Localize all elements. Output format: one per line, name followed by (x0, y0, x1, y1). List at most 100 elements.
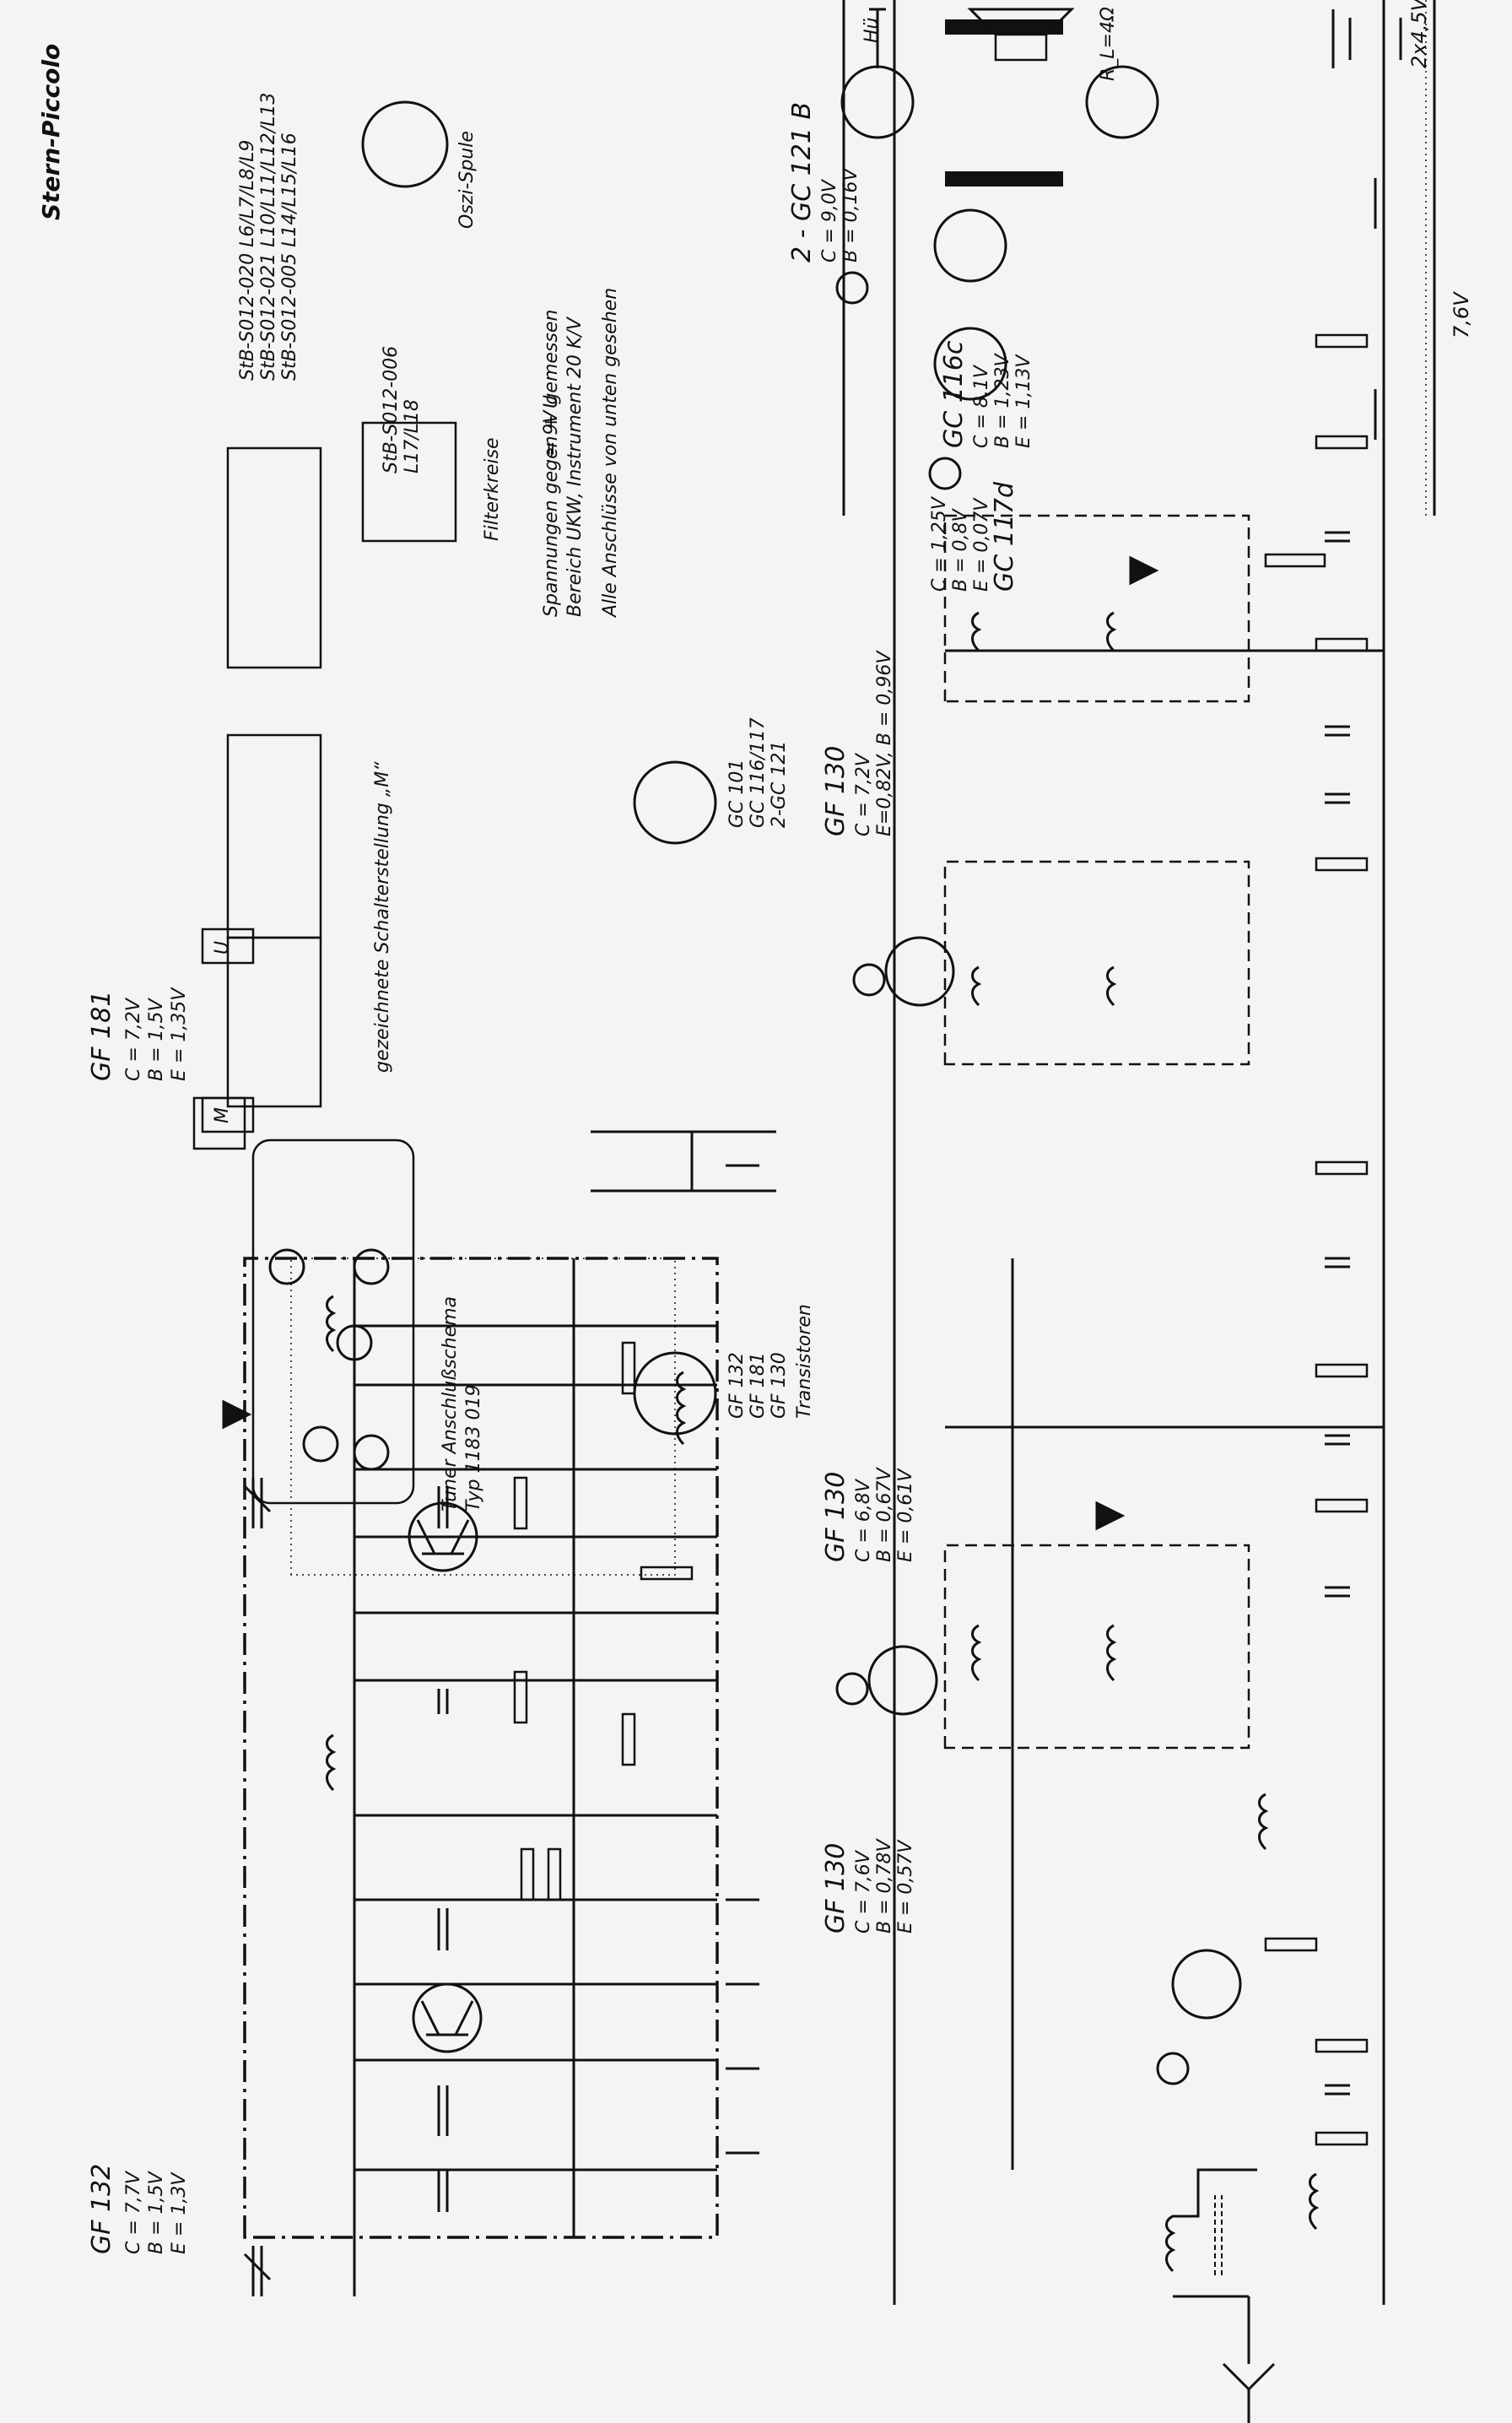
earphone-label: Hü (861, 18, 883, 44)
note-measure-1: Spannungen gegen + U (541, 395, 562, 617)
osc-coil-socket (361, 100, 449, 188)
if2-c: C = 6,8V (853, 1478, 874, 1562)
coil-l404-frame (591, 1130, 776, 1193)
rail-voltage: 7,6V (1450, 291, 1473, 338)
u401-coil (1165, 2168, 1257, 2298)
meter-m2 (835, 1672, 869, 1706)
coil-row-2: StB-S012-021 L10/L11/L12/L13 (258, 93, 279, 381)
tuner-hole-2 (336, 1324, 373, 1361)
tuner-block (222, 1130, 1276, 2423)
gf132-b: B = 1,5V (146, 2171, 167, 2255)
tuner-verticals (354, 1324, 717, 2172)
tuner-scheme-title: Tuner Anschlußschema (440, 1296, 461, 1512)
if-can-1 (943, 860, 1250, 1066)
audio-section (840, 0, 1436, 568)
if3-eb: E=0,82V, B = 0,96V (874, 650, 895, 836)
resistor-r406 (520, 1847, 535, 1901)
transistor-t5 (884, 936, 955, 1007)
speaker-impedance: R_L=4Ω (1098, 7, 1119, 81)
switch-u-label: U (212, 941, 233, 955)
speaker-cone (967, 8, 1075, 36)
audio-labels: GC 116c C = 8,1V B = 1,23V E = 1,13V C =… (787, 0, 1473, 592)
resistor-r5 (1315, 1498, 1369, 1513)
coil-l14-l15 (971, 611, 982, 652)
audio-electrolytics (1374, 178, 1385, 440)
if1-type: GF 130 (821, 1843, 850, 1934)
volume-pot-r22 (1264, 553, 1326, 568)
coil-l8-l9 (1106, 1624, 1117, 1682)
tuner-connector-outline (251, 1138, 415, 1505)
transistor-t3 (1171, 1949, 1242, 2020)
coil-single-1: StB-S012-006 (381, 346, 402, 473)
pinout-gf-1: GF 132 (726, 1352, 748, 1419)
gf181-e: E = 1,35V (169, 987, 190, 1081)
pinout-gf-outline (633, 1351, 717, 1436)
transistor-caption: Transistoren (794, 1304, 815, 1419)
coil-l403 (676, 1371, 687, 1446)
pinout-gf-2: GF 181 (748, 1352, 769, 1419)
gc116c-e: E = 1,13V (1013, 354, 1034, 448)
tuner-outline (243, 1257, 719, 2239)
gc117d-b: B = 0,8V (950, 508, 971, 592)
if3-c: C = 7,2V (853, 752, 874, 836)
if2-b: B = 0,67V (874, 1467, 895, 1562)
coil-table-box-2 (361, 421, 457, 543)
pinout-gc-1: GC 101 (726, 760, 748, 828)
note-measure-3: Alle Anschlüsse von unten gesehen (600, 288, 621, 619)
osc-caption: Oszi-Spule (456, 131, 478, 229)
battery-label: 2x4,5V (1407, 0, 1431, 68)
resistor-r12 (1315, 333, 1369, 349)
earphone-jack (869, 8, 886, 68)
coil-row-3: StB-S012-005 L14/L15/L16 (279, 133, 300, 381)
resistor-r405 (640, 1566, 694, 1581)
gf132-label: GF 132 (87, 2164, 116, 2254)
pinout-gc-3: 2-GC 121 (769, 741, 790, 828)
t401-leads (420, 2000, 474, 2036)
resistor-r1 (1315, 2131, 1369, 2146)
resistor-r402 (547, 1847, 562, 1901)
coil-l10-l11 (971, 965, 982, 1007)
battery-symbol (1331, 9, 1402, 68)
tuner-inner-dotted (290, 1257, 676, 1576)
switch-note: gezeichnete Schalterstellung „M“ (372, 761, 393, 1073)
resistor-r10 (1315, 637, 1369, 652)
transformer-tr1-core (945, 171, 1063, 187)
filter-caption: Filterkreise (482, 437, 503, 541)
coil-l6-l7 (971, 1624, 982, 1682)
transistor-t6 (933, 327, 1007, 401)
antenna-symbol (1222, 2296, 1276, 2423)
gc116c-c: C = 8,1V (971, 364, 992, 448)
tuner-hole-5 (353, 1248, 390, 1285)
schematic-title: Stern-Piccolo (37, 44, 65, 220)
transistor-t402 (408, 1501, 478, 1572)
transistor-t401 (412, 1982, 483, 2053)
gf181-label: GF 181 (87, 991, 116, 1081)
pinout-gc-outline (633, 760, 717, 845)
reference-area: Tuner Anschlußschema Typ 1183 019 GF 132… (192, 93, 815, 1512)
diode-d1 (1095, 1501, 1126, 1531)
diode-d401 (222, 1399, 252, 1430)
resistor-r2 (1315, 2038, 1369, 2053)
tuner-scheme-type: Typ 1183 019 (463, 1385, 484, 1512)
coil-l402 (326, 1295, 337, 1353)
tuner-caps (437, 1486, 449, 2212)
resistor-r11 (1315, 435, 1369, 450)
if-caps (1325, 531, 1350, 2096)
coil-row-1: StB-S012-020 L6/L7/L8/L9 (237, 140, 258, 381)
resistor-r407 (621, 1341, 636, 1395)
resistor-r404 (513, 1476, 528, 1530)
coil-l1-l2 (1309, 2172, 1320, 2231)
if1-e: E = 0,57V (895, 1839, 916, 1934)
gc121b-type: 2 - GC 121 B (787, 102, 817, 262)
pinout-gc-2: GC 116/117 (748, 717, 769, 828)
gf181-c: C = 7,2V (123, 997, 144, 1081)
resistor-r403 (621, 1712, 636, 1766)
meter-m3 (852, 963, 886, 997)
pinout-gf-3: GF 130 (769, 1352, 790, 1419)
gc117d-e: E = 0,07V (971, 497, 992, 592)
if3-type: GF 130 (821, 746, 850, 836)
gf132-c: C = 7,7V (123, 2170, 144, 2254)
resistor-r9 (1315, 857, 1369, 872)
coil-l3-l5 (1258, 1793, 1269, 1851)
